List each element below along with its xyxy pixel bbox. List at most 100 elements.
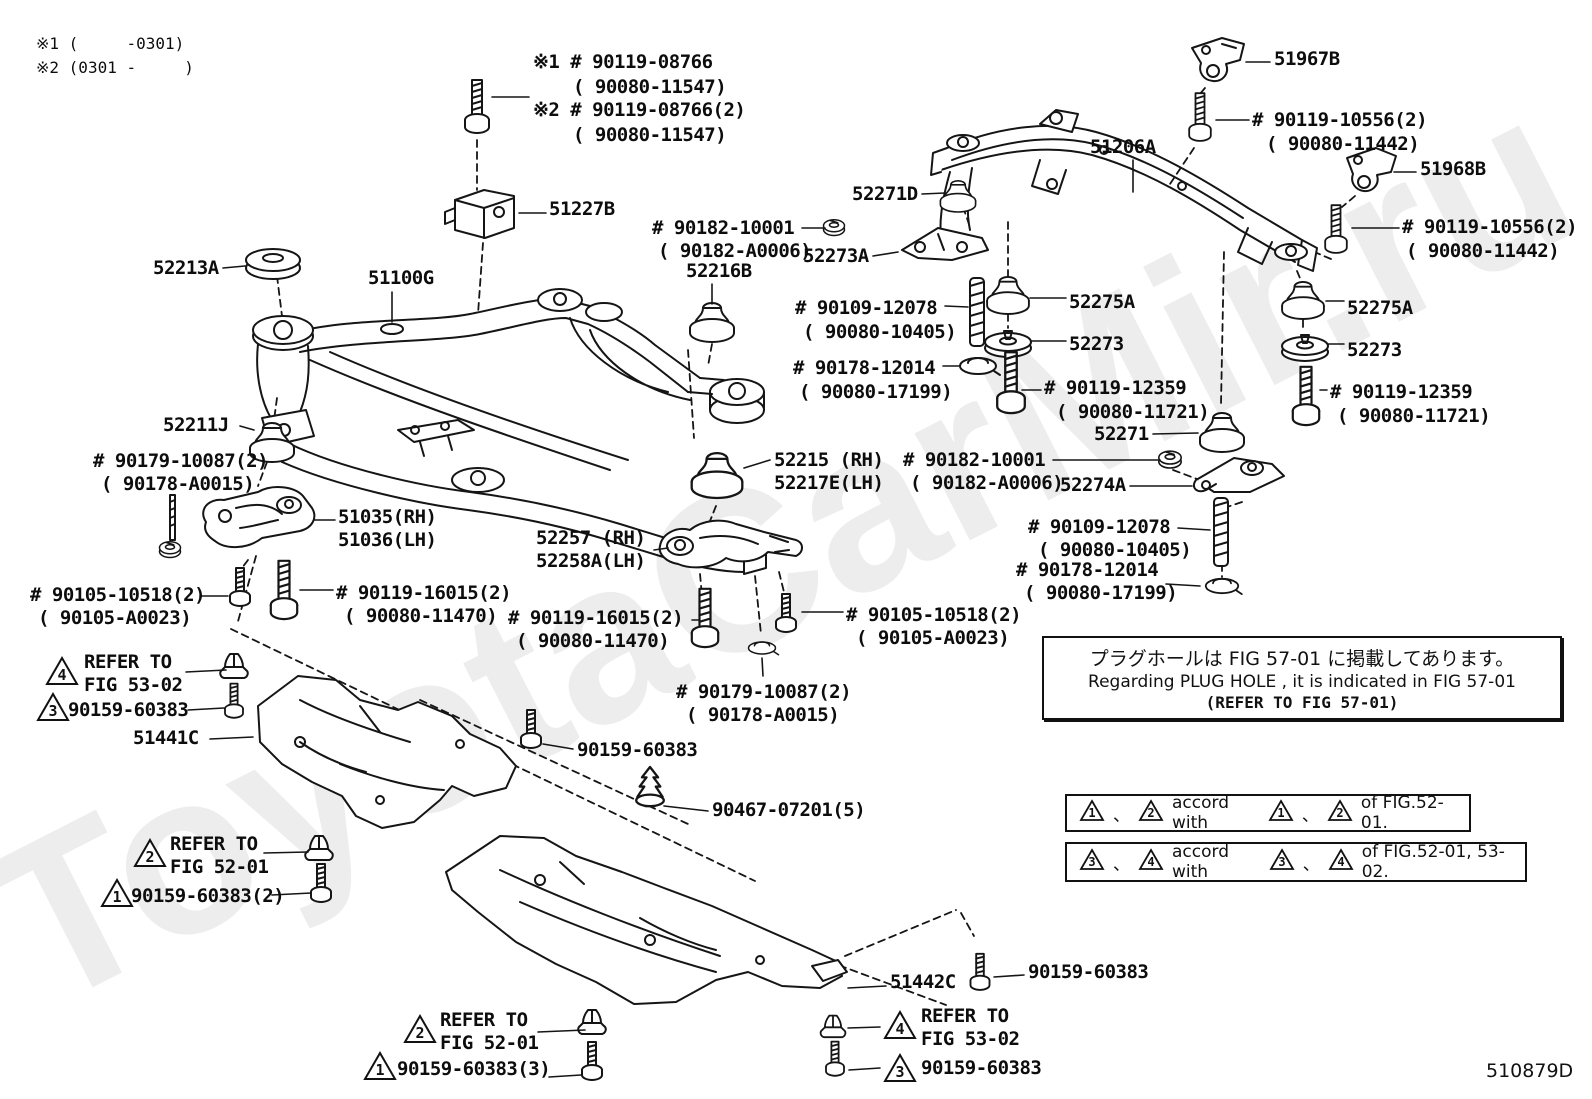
label-90159-60383-a[interactable]: 90159-60383 [68,699,189,721]
label-90119-16015-1[interactable]: # 90119-16015(2) [336,582,512,604]
label-52216B[interactable]: 52216B [686,260,752,282]
label-90109-12078-1[interactable]: # 90109-12078 [795,297,938,319]
triangle-1-icon: 1 [1268,799,1294,827]
label-51100G[interactable]: 51100G [368,267,434,289]
bracket-51967B-drawing [1191,37,1245,83]
label-51968B[interactable]: 51968B [1420,158,1486,180]
svg-text:3: 3 [48,702,57,720]
label-90080-10405-2[interactable]: ( 90080-10405) [1038,539,1192,561]
plug-hole-note-box: プラグホールは FIG 57-01 に掲載してあります。 Regarding P… [1042,636,1562,720]
triangle-2-icon: 2 [1327,799,1353,827]
label-fig5302-a: FIG 53-02 [84,674,183,696]
label-51967B[interactable]: 51967B [1274,48,1340,70]
triangle-1-icon: 1 [100,877,134,912]
label-90080-17199-2[interactable]: ( 90080-17199) [1024,582,1178,604]
label-90178-A0015-2[interactable]: ( 90178-A0015) [686,704,840,726]
svg-text:4: 4 [1147,855,1154,869]
label-90159-60383-3x[interactable]: 90159-60383(3) [397,1058,551,1080]
svg-text:4: 4 [1337,855,1344,869]
label-90080-11547-1[interactable]: ( 90080-11547) [573,76,727,98]
label-90119-08766-2[interactable]: ※2 # 90119-08766(2) [533,99,746,121]
label-90159-60383-mid[interactable]: 90159-60383 [577,739,698,761]
label-90179-10087-1[interactable]: # 90179-10087(2) [93,450,269,472]
label-90080-11470-2[interactable]: ( 90080-11470) [516,630,670,652]
label-51442C[interactable]: 51442C [890,971,956,993]
label-52258A-LH[interactable]: 52258A(LH) [536,550,646,572]
label-51036-LH[interactable]: 51036(LH) [338,529,437,551]
plug-hole-note-english: Regarding PLUG HOLE , it is indicated in… [1088,672,1516,692]
label-52257-RH[interactable]: 52257 (RH) [536,527,646,549]
triangle-3-icon: 3 [1079,848,1105,876]
label-90119-08766-1[interactable]: ※1 # 90119-08766 [533,51,713,73]
label-90080-11442-1[interactable]: ( 90080-11442) [1266,133,1420,155]
accord-note-2: 3 、 4 accord with 3 、 4 of FIG.52-01, 53… [1065,842,1527,882]
svg-text:1: 1 [1277,806,1284,820]
label-52217E-LH[interactable]: 52217E(LH) [774,472,884,494]
label-52275A-1[interactable]: 52275A [1069,291,1135,313]
label-90467-07201[interactable]: 90467-07201(5) [712,799,866,821]
label-52271D[interactable]: 52271D [852,183,918,205]
triangle-2-icon: 2 [1138,799,1164,827]
label-90179-10087-2[interactable]: # 90179-10087(2) [676,681,852,703]
label-52213A[interactable]: 52213A [153,257,219,279]
label-90109-12078-2[interactable]: # 90109-12078 [1028,516,1171,538]
label-90080-17199-1[interactable]: ( 90080-17199) [799,381,953,403]
svg-text:1: 1 [375,1061,384,1079]
label-90080-11721-2[interactable]: ( 90080-11721) [1337,405,1491,427]
label-90182-10001-2[interactable]: # 90182-10001 [903,449,1046,471]
label-90119-16015-2[interactable]: # 90119-16015(2) [508,607,684,629]
accord-separator: 、 [1113,805,1130,826]
label-fig5302-b: FIG 53-02 [921,1028,1020,1050]
label-90159-60383-b[interactable]: 90159-60383 [921,1057,1042,1079]
label-refer-to-fig5201-b1: REFER TO [440,1009,528,1031]
label-51227B[interactable]: 51227B [549,198,615,220]
label-51206A[interactable]: 51206A [1090,136,1156,158]
label-52211J[interactable]: 52211J [163,414,229,436]
triangle-3-icon: 3 [883,1052,917,1087]
svg-text:1: 1 [1088,806,1095,820]
label-90105-A0023-1[interactable]: ( 90105-A0023) [38,607,192,629]
header-note-2: ※2 (0301 - ) [36,58,194,77]
triangle-2-icon: 2 [403,1013,437,1048]
accord-text: accord with [1172,793,1229,833]
label-90182-A0006-2[interactable]: ( 90182-A0006) [910,472,1064,494]
label-90080-11442-2[interactable]: ( 90080-11442) [1406,240,1560,262]
label-52273-1[interactable]: 52273 [1069,333,1124,355]
triangle-4-icon: 4 [883,1009,917,1044]
label-90182-A0006-1[interactable]: ( 90182-A0006) [658,240,812,262]
label-90105-10518-2[interactable]: # 90105-10518(2) [846,604,1022,626]
label-52273-2[interactable]: 52273 [1347,339,1402,361]
label-90182-10001-1[interactable]: # 90182-10001 [652,217,795,239]
label-90119-10556-1[interactable]: # 90119-10556(2) [1252,109,1428,131]
label-fig5201-a: FIG 52-01 [170,856,269,878]
label-90105-10518-1[interactable]: # 90105-10518(2) [30,584,206,606]
label-51035-RH[interactable]: 51035(RH) [338,506,437,528]
svg-text:3: 3 [1278,855,1285,869]
label-52215-RH[interactable]: 52215 (RH) [774,449,884,471]
label-90080-11721-1[interactable]: ( 90080-11721) [1056,401,1210,423]
label-51441C[interactable]: 51441C [133,727,199,749]
label-fig5201-b: FIG 52-01 [440,1032,539,1054]
label-90119-10556-2[interactable]: # 90119-10556(2) [1402,216,1578,238]
accord-target: of FIG.52-01. [1360,793,1444,833]
label-90080-11470-1[interactable]: ( 90080-11470) [344,605,498,627]
label-90178-A0015-1[interactable]: ( 90178-A0015) [101,473,255,495]
label-90159-60383-2x[interactable]: 90159-60383(2) [131,885,285,907]
label-52271[interactable]: 52271 [1094,423,1149,445]
label-90080-10405-1[interactable]: ( 90080-10405) [803,321,957,343]
rear-crossmember-51206A-drawing [930,109,1318,272]
label-90178-12014-2[interactable]: # 90178-12014 [1016,559,1159,581]
accord-target: of FIG.52-01, 53-02. [1361,842,1505,882]
label-52275A-2[interactable]: 52275A [1347,297,1413,319]
label-90159-60383-right[interactable]: 90159-60383 [1028,961,1149,983]
label-90178-12014-1[interactable]: # 90178-12014 [793,357,936,379]
label-90119-12359-2[interactable]: # 90119-12359 [1330,381,1473,403]
label-90080-11547-2[interactable]: ( 90080-11547) [573,124,727,146]
triangle-4-icon: 4 [1138,848,1164,876]
bracket-51227B-drawing [444,189,515,239]
label-52273A[interactable]: 52273A [803,245,869,267]
label-90119-12359-1[interactable]: # 90119-12359 [1044,377,1187,399]
label-90105-A0023-2[interactable]: ( 90105-A0023) [856,627,1010,649]
label-52274A[interactable]: 52274A [1060,474,1126,496]
